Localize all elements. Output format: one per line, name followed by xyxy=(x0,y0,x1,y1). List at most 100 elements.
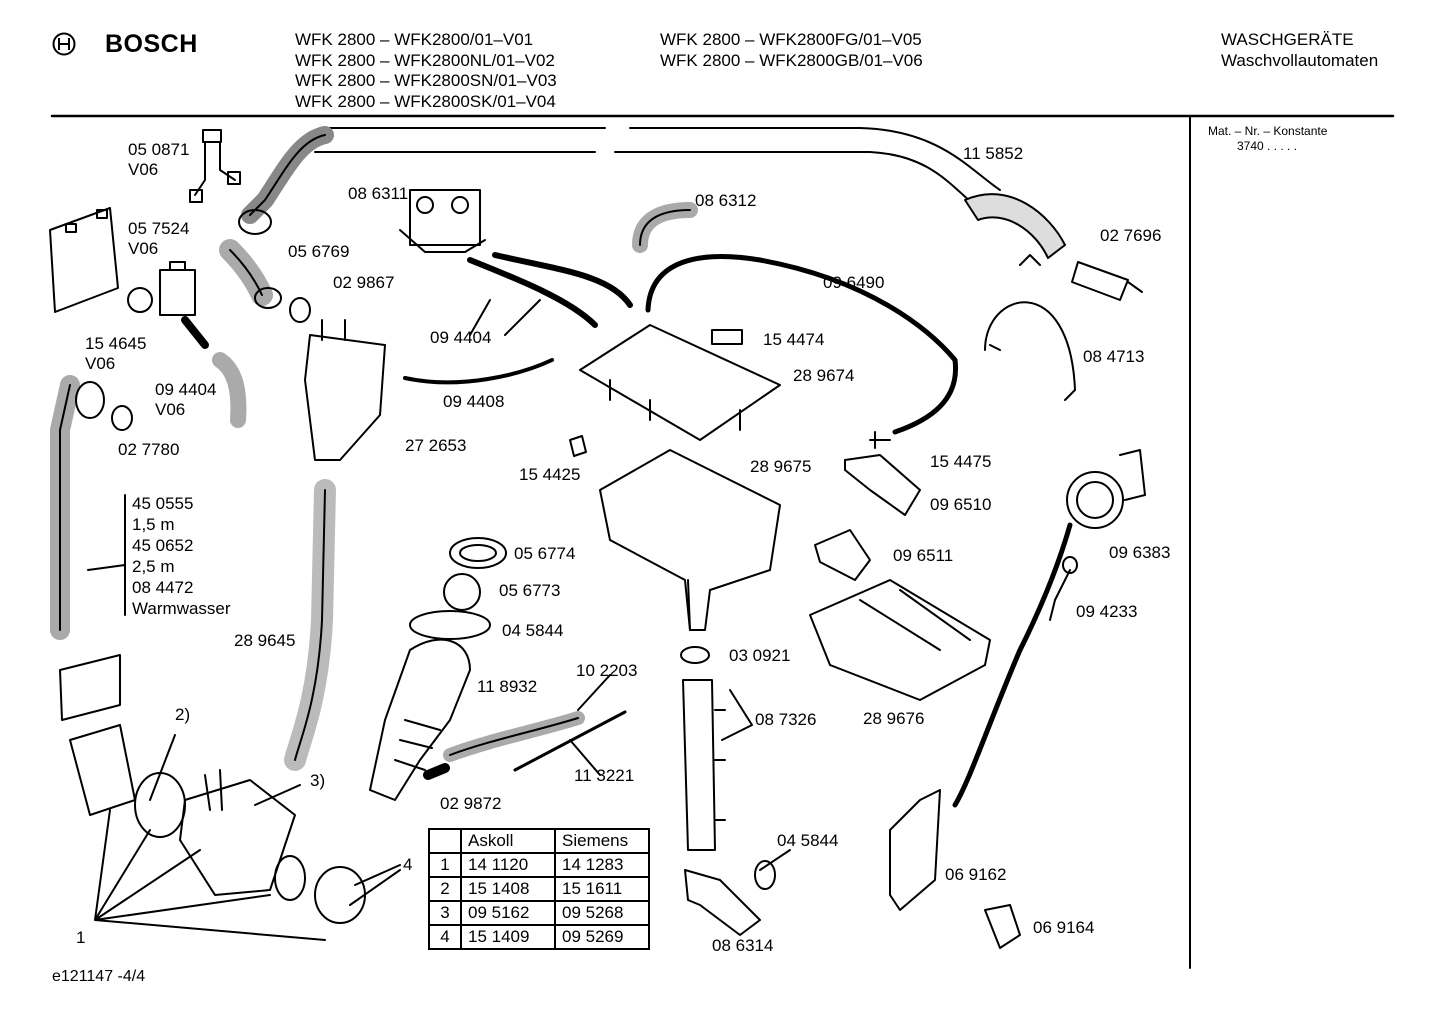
label-05-6769: 05 6769 xyxy=(288,242,350,261)
bosch-armature-icon xyxy=(52,32,76,56)
ring-4 xyxy=(274,855,306,901)
bellows-11-8932 xyxy=(369,638,471,801)
label-28-9676: 28 9676 xyxy=(863,709,925,728)
table-row: 1 14 1120 14 1283 xyxy=(428,852,650,878)
part-09-6511 xyxy=(814,529,871,581)
mat-nr-value: 3740 . . . . . xyxy=(1237,139,1298,153)
tray-28-9675 xyxy=(599,449,781,631)
label-08-4713: 08 4713 xyxy=(1083,347,1145,366)
label-15-4425: 15 4425 xyxy=(519,465,581,484)
label-09-4408: 09 4408 xyxy=(443,392,505,411)
cap-03-0921 xyxy=(680,646,710,664)
hose-09-4404b xyxy=(492,252,633,308)
model-line: WFK 2800 – WFK2800FG/01–V05 xyxy=(660,30,922,49)
label-05-6773: 05 6773 xyxy=(499,581,561,600)
table-header-cell: Siemens xyxy=(554,828,650,854)
table-cell: 09 5162 xyxy=(460,900,556,926)
label-06-9164: 06 9164 xyxy=(1033,918,1095,937)
table-cell: 1 xyxy=(428,852,462,878)
label-28-9645: 28 9645 xyxy=(234,631,296,650)
y-connector-05-0871 xyxy=(189,129,241,203)
label-04-5844: 04 5844 xyxy=(502,621,564,640)
table-row: 2 15 1408 15 1611 xyxy=(428,876,650,902)
label-15-4475: 15 4475 xyxy=(930,452,992,471)
table-header-row: Askoll Siemens xyxy=(428,828,650,854)
parts-table: Askoll Siemens 1 14 1120 14 1283 2 15 14… xyxy=(428,828,650,950)
ring-02-7780 xyxy=(111,405,133,431)
label-11-3221: 11 3221 xyxy=(574,766,635,785)
label-02-9872: 02 9872 xyxy=(440,794,502,813)
label-02-7696: 02 7696 xyxy=(1100,226,1162,245)
table-row: 4 15 1409 09 5269 xyxy=(428,924,650,950)
tube-08-7326 xyxy=(682,679,716,851)
label-02-9867: 02 9867 xyxy=(333,273,395,292)
label-08-6312: 08 6312 xyxy=(695,191,757,210)
mat-nr-title: Mat. – Nr. – Konstante xyxy=(1208,124,1328,138)
doc-id: e121147 -4/4 xyxy=(52,968,146,985)
seal-05-6774 xyxy=(449,537,507,569)
bracket-06-9162 xyxy=(889,789,941,911)
label-1: 1 xyxy=(76,928,86,947)
pressure-switch-09-6383 xyxy=(1066,471,1124,529)
table-cell: 09 5268 xyxy=(554,900,650,926)
container-27-2653 xyxy=(304,334,386,461)
label-15-4645: 15 4645 V06 xyxy=(85,334,147,373)
cover-plate-05-7524 xyxy=(49,207,119,313)
label-09-4404-v06: 09 4404 V06 xyxy=(155,380,217,419)
hose-09-4404a xyxy=(467,257,598,328)
label-11-5852: 11 5852 xyxy=(963,144,1024,163)
hose-end xyxy=(238,209,272,235)
part-09-6510 xyxy=(844,454,921,516)
hose-09-4233 xyxy=(952,522,1073,808)
plug-15-4425 xyxy=(569,435,587,457)
label-28-9675: 28 9675 xyxy=(750,457,812,476)
table-cell: 15 1409 xyxy=(460,924,556,950)
table-header-cell xyxy=(428,828,462,854)
label-02-7780: 02 7780 xyxy=(118,440,180,459)
drawer-28-9676 xyxy=(809,579,991,701)
label-4: 4 xyxy=(403,855,413,874)
table-cell: 3 xyxy=(428,900,462,926)
elbow-08-6314 xyxy=(684,869,761,936)
label-09-4233: 09 4233 xyxy=(1076,602,1138,621)
label-05-7524: 05 7524 V06 xyxy=(128,219,190,258)
label-3: 3) xyxy=(310,771,326,790)
table-cell: 09 5269 xyxy=(554,924,650,950)
ring-2 xyxy=(134,772,186,838)
label-05-6774: 05 6774 xyxy=(514,544,576,563)
ring-02-9867 xyxy=(289,297,311,323)
hose-09-6490 xyxy=(645,254,959,435)
brand-name: BOSCH xyxy=(105,30,198,58)
clip-15-4474 xyxy=(711,329,743,345)
label-28-9674: 28 9674 xyxy=(793,366,855,385)
part-06-9164 xyxy=(984,904,1021,949)
ring-04-5844 xyxy=(409,610,491,640)
model-list-1: WFK 2800 – WFK2800/01–V01 WFK 2800 – WFK… xyxy=(295,30,557,112)
label-09-6490: 09 6490 xyxy=(823,273,885,292)
label-10-2203: 10 2203 xyxy=(576,661,638,680)
model-line: WFK 2800 – WFK2800SN/01–V03 xyxy=(295,71,557,90)
model-line: WFK 2800 – WFK2800SK/01–V04 xyxy=(295,91,556,111)
label-2: 2) xyxy=(175,705,191,724)
hose-09-4408 xyxy=(403,358,554,385)
table-cell: 4 xyxy=(428,924,462,950)
model-line: WFK 2800 – WFK2800NL/01–V02 xyxy=(295,50,555,70)
category-line: Waschvollautomaten xyxy=(1221,50,1379,70)
label-03-0921: 03 0921 xyxy=(729,646,791,665)
pump-motor xyxy=(69,724,136,816)
elbow-08-6312 xyxy=(632,202,698,253)
label-06-9162: 06 9162 xyxy=(945,865,1007,884)
table-cell: 14 1120 xyxy=(460,852,556,878)
connector-02-9872 xyxy=(423,763,450,780)
label-27-2653: 27 2653 xyxy=(405,436,467,455)
clamp-04-5844 xyxy=(754,860,776,890)
valve-15-4645 xyxy=(127,261,209,349)
category: WASCHGERÄTE Waschvollautomaten xyxy=(1221,30,1378,71)
hose-28-9645 xyxy=(284,479,336,771)
mat-nr-box: Mat. – Nr. – Konstante 3740 . . . . . xyxy=(1208,124,1327,154)
cover-pump xyxy=(59,654,121,721)
table-header-cell: Askoll xyxy=(460,828,556,854)
ball-05-6773 xyxy=(443,573,481,611)
fitting-15-4475 xyxy=(869,431,891,449)
